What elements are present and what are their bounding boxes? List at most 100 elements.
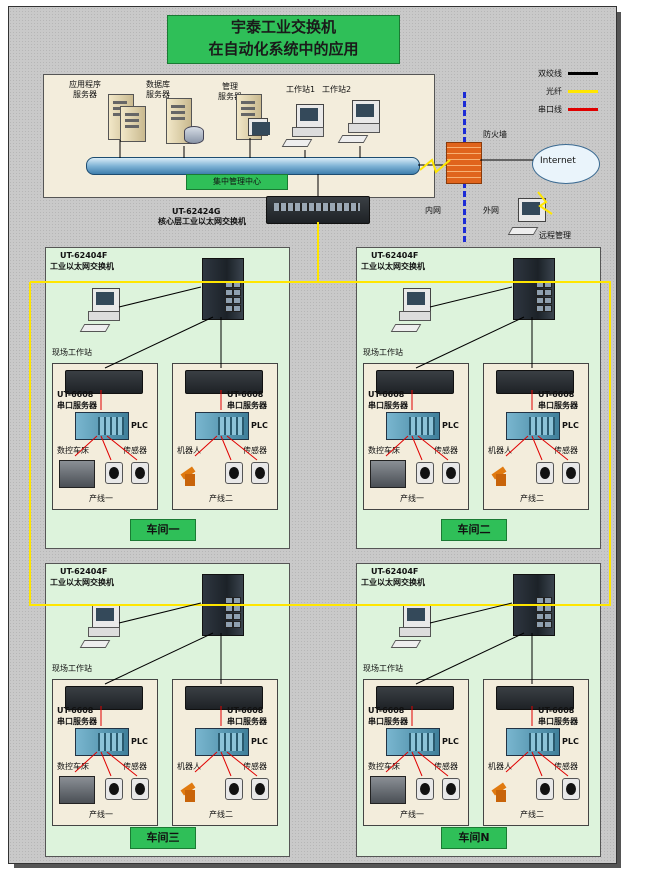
plc-sensor-link (417, 751, 449, 777)
switch-port (544, 289, 552, 296)
production-line-label: 产线一 (400, 810, 424, 819)
workshop-name-badge: 车间N (441, 827, 507, 849)
switch-port (544, 305, 552, 312)
serial-server-desc: 串口服务器 (368, 401, 408, 410)
switch-port (225, 621, 233, 628)
sensor-icon (442, 462, 460, 484)
serial-server-model: UT-6608 (538, 706, 575, 715)
serial-server-model: UT-6608 (57, 390, 94, 399)
industrial-switch-icon (202, 258, 244, 320)
workshop-name-badge: 车间三 (130, 827, 196, 849)
sensor-label: 传感器 (554, 446, 578, 455)
switch-port (544, 597, 552, 604)
switch-port (233, 297, 241, 304)
robot-arm-icon (490, 458, 514, 486)
serial-server-model: UT-6608 (57, 706, 94, 715)
plc-label: PLC (562, 737, 579, 746)
plc-icon (506, 412, 560, 440)
switch-port (225, 305, 233, 312)
workshop-name-badge: 车间二 (441, 519, 507, 541)
workshop-switch-model: UT-62404F (60, 251, 108, 260)
plc-sensor-link (100, 751, 112, 777)
serial-server-desc: 串口服务器 (227, 401, 267, 410)
workshop-switch-model: UT-62404F (371, 251, 419, 260)
cnc-lathe-icon (59, 776, 95, 804)
plc-device-link (505, 751, 529, 773)
cnc-lathe-icon (370, 776, 406, 804)
plc-label: PLC (251, 421, 268, 430)
intranet-label: 内网 (425, 206, 441, 215)
plc-sensor-link (417, 435, 449, 461)
serial-server-icon (376, 686, 454, 710)
station-switch-link (429, 602, 513, 624)
workshop-switch-model: UT-62404F (371, 567, 419, 576)
plc-icon (75, 412, 129, 440)
field-device-label: 机器人 (488, 446, 512, 455)
plc-sensor-link (220, 435, 232, 461)
production-line-label: 产线二 (520, 494, 544, 503)
serial-server-desc: 串口服务器 (227, 717, 267, 726)
workstation-1-icon (296, 104, 324, 128)
serial-server-icon (65, 370, 143, 394)
serial-server-icon (65, 686, 143, 710)
serial-server-icon (376, 370, 454, 394)
workstation-2-label: 工作站2 (322, 85, 352, 94)
switch-port (536, 621, 544, 628)
sensor-label: 传感器 (123, 446, 147, 455)
mgmt-monitor-icon (248, 118, 270, 136)
workstation-2-base (348, 123, 380, 133)
sensor-label: 传感器 (123, 762, 147, 771)
workshop-name-badge: 车间一 (130, 519, 196, 541)
robot-arm-icon (490, 774, 514, 802)
switch-port (233, 621, 241, 628)
cnc-lathe-icon (370, 460, 406, 488)
plc-sensor-link (531, 435, 543, 461)
production-line-label: 产线二 (209, 494, 233, 503)
field-workstation-base (399, 627, 431, 637)
plc-icon (75, 728, 129, 756)
plc-label: PLC (131, 421, 148, 430)
field-workstation-label: 现场工作站 (363, 664, 403, 673)
switch-port (536, 305, 544, 312)
switch-port (225, 613, 233, 620)
plc-sensor-link (411, 751, 423, 777)
robot-arm-icon (179, 458, 203, 486)
plc-device-link (385, 751, 409, 773)
production-line-label: 产线一 (89, 494, 113, 503)
field-workstation-base (399, 311, 431, 321)
switch-port (225, 289, 233, 296)
plc-label: PLC (442, 737, 459, 746)
core-switch-ports (274, 203, 360, 211)
app-server-label: 应用程序 服务器 (69, 80, 101, 99)
plc-sensor-link (100, 435, 112, 461)
field-device-label: 数控车床 (368, 446, 400, 455)
internet-remote-lightning (537, 191, 553, 215)
workshop-switch-desc: 工业以太网交换机 (361, 262, 425, 271)
field-workstation-icon (92, 604, 120, 628)
plc-device-link (505, 435, 529, 457)
sensor-icon (131, 778, 149, 800)
field-workstation-base (88, 311, 120, 321)
sensor-label: 传感器 (243, 762, 267, 771)
field-workstation-label: 现场工作站 (52, 664, 92, 673)
sensor-icon (225, 462, 243, 484)
sensor-label: 传感器 (554, 762, 578, 771)
plc-device-link (74, 751, 98, 773)
sensor-icon (416, 462, 434, 484)
sensor-icon (251, 462, 269, 484)
switch-port (536, 297, 544, 304)
serial-server-model: UT-6608 (368, 706, 405, 715)
field-device-label: 机器人 (177, 446, 201, 455)
sensor-label: 传感器 (243, 446, 267, 455)
extranet-label: 外网 (483, 206, 499, 215)
cnc-lathe-icon (59, 460, 95, 488)
plc-sensor-link (531, 751, 543, 777)
field-workstation-label: 现场工作站 (52, 348, 92, 357)
serial-server-desc: 串口服务器 (368, 717, 408, 726)
station-switch-link (429, 286, 513, 308)
